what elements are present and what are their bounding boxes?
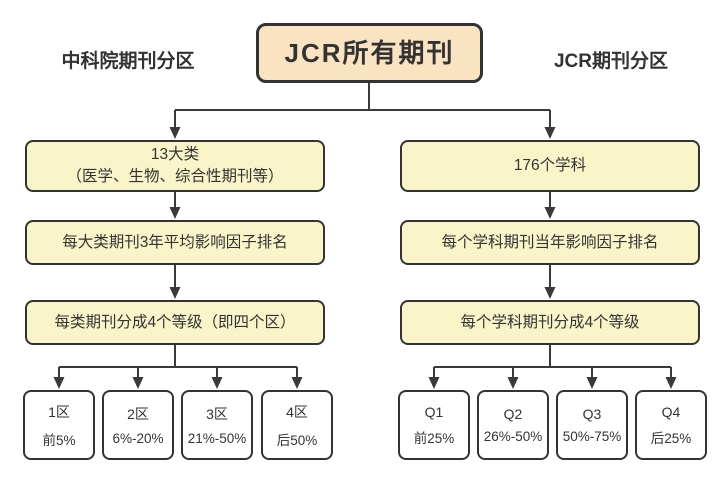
heading-cas-partition: 中科院期刊分区 (61, 51, 195, 72)
tier-zone1-range: 前5% (42, 432, 76, 448)
left-node-categories-line2: （医学、生物、综合性期刊等） (66, 168, 284, 185)
right-node-subjects: 176个学科 (400, 140, 700, 192)
heading-jcr-partition: JCR期刊分区 (553, 51, 668, 72)
tier-box-q3: Q3 50%-75% (556, 390, 628, 460)
right-node-levels-text: 每个学科期刊分成4个等级 (460, 313, 640, 331)
tier-q3-range: 50%-75% (562, 429, 622, 444)
tier-q1-label: Q1 (424, 403, 444, 420)
tier-box-q2: Q2 26%-50% (477, 390, 549, 460)
left-node-categories-line1: 13大类 (150, 146, 200, 164)
right-node-subjects-text: 176个学科 (513, 157, 587, 175)
root-node: JCR所有期刊 (256, 23, 483, 83)
left-node-categories: 13大类 （医学、生物、综合性期刊等） (25, 140, 325, 192)
tier-q1-range: 前25% (413, 430, 455, 446)
left-node-levels-text: 每类期刊分成4个等级（即四个区） (54, 313, 296, 331)
right-node-levels: 每个学科期刊分成4个等级 (400, 300, 700, 345)
tier-box-zone4: 4区 后50% (261, 390, 333, 460)
tier-box-zone1: 1区 前5% (23, 390, 95, 460)
tier-zone3-label: 3区 (206, 406, 228, 422)
tier-zone1-label: 1区 (48, 403, 70, 420)
tier-zone2-range: 6%-20% (112, 431, 164, 446)
tier-q2-label: Q2 (503, 406, 523, 422)
tier-box-zone2: 2区 6%-20% (102, 390, 174, 460)
left-node-ranking-text: 每大类期刊3年平均影响因子排名 (62, 233, 288, 251)
tier-q4-label: Q4 (661, 403, 681, 420)
right-node-ranking: 每个学科期刊当年影响因子排名 (400, 220, 700, 265)
tier-zone2-label: 2区 (127, 406, 149, 422)
tier-q3-label: Q3 (582, 406, 602, 422)
left-node-levels: 每类期刊分成4个等级（即四个区） (25, 300, 325, 345)
tier-box-q4: Q4 后25% (635, 390, 707, 460)
left-node-ranking: 每大类期刊3年平均影响因子排名 (25, 220, 325, 265)
tier-zone4-label: 4区 (286, 403, 308, 420)
root-node-label: JCR所有期刊 (284, 37, 455, 68)
tier-zone3-range: 21%-50% (187, 431, 247, 446)
tier-q4-range: 后25% (650, 430, 692, 446)
tier-q2-range: 26%-50% (483, 429, 543, 444)
tier-box-zone3: 3区 21%-50% (181, 390, 253, 460)
right-node-ranking-text: 每个学科期刊当年影响因子排名 (441, 233, 659, 251)
tier-box-q1: Q1 前25% (398, 390, 470, 460)
tier-zone4-range: 后50% (276, 432, 318, 448)
